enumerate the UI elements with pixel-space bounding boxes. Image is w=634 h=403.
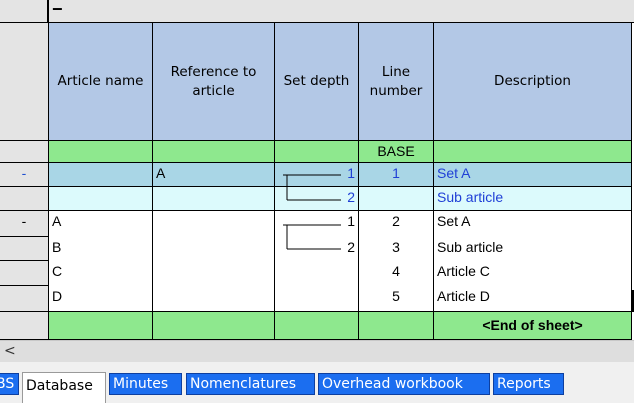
table-cell bbox=[153, 312, 275, 340]
table-cell-line-number[interactable]: 2 bbox=[359, 211, 434, 237]
table-cell bbox=[49, 312, 153, 340]
row-gutter bbox=[0, 312, 48, 340]
table-cell-article[interactable]: B bbox=[49, 237, 153, 261]
table-cell bbox=[359, 312, 434, 340]
tab-reports[interactable]: Reports bbox=[493, 373, 564, 395]
table-cell-line-number[interactable]: 3 bbox=[359, 237, 434, 261]
top-bar bbox=[0, 0, 634, 23]
scroll-left-arrow[interactable]: < bbox=[4, 343, 16, 359]
vertical-scroll-marker[interactable] bbox=[631, 290, 634, 312]
row-gutter bbox=[0, 141, 48, 163]
table-cell-depth[interactable]: 2 bbox=[275, 237, 359, 261]
end-of-sheet-label: <End of sheet> bbox=[434, 312, 632, 340]
column-header-description[interactable]: Description bbox=[434, 23, 632, 141]
header-gutter bbox=[0, 23, 48, 141]
row-gutter: - bbox=[0, 163, 48, 187]
row-gutter bbox=[0, 237, 48, 261]
table-cell-reference[interactable] bbox=[153, 237, 275, 261]
collapse-all-button[interactable]: − bbox=[52, 0, 63, 19]
row-gutter bbox=[0, 261, 48, 286]
table-cell-description[interactable]: Article C bbox=[434, 261, 632, 286]
table-cell bbox=[153, 141, 275, 163]
row-gutter bbox=[0, 187, 48, 211]
tab-nomenclatures[interactable]: Nomenclatures bbox=[186, 373, 315, 395]
table-cell-description[interactable]: Set A bbox=[434, 163, 632, 187]
table-cell-depth[interactable]: 1 bbox=[275, 211, 359, 237]
tab-overhead-workbook[interactable]: Overhead workbook bbox=[318, 373, 490, 395]
table-cell-article[interactable]: D bbox=[49, 286, 153, 312]
table-cell-reference[interactable] bbox=[153, 286, 275, 312]
gutter-divider bbox=[47, 0, 49, 340]
row-gutter bbox=[0, 286, 48, 312]
table-cell-line-number[interactable]: 5 bbox=[359, 286, 434, 312]
table-cell-article[interactable] bbox=[49, 187, 153, 211]
column-header-reference[interactable]: Reference to article bbox=[153, 23, 275, 141]
table-cell-reference[interactable] bbox=[153, 211, 275, 237]
tab-database[interactable]: Database bbox=[22, 372, 106, 403]
table-cell-description[interactable]: Sub article bbox=[434, 187, 632, 211]
table-cell-reference[interactable]: A bbox=[153, 163, 275, 187]
table-cell-depth[interactable] bbox=[275, 286, 359, 312]
row-gutter: - bbox=[0, 211, 48, 237]
table-cell-reference[interactable] bbox=[153, 187, 275, 211]
table-cell bbox=[275, 312, 359, 340]
table-cell-depth[interactable]: 2 bbox=[275, 187, 359, 211]
table-cell-description[interactable]: Sub article bbox=[434, 237, 632, 261]
collapse-row-button[interactable]: - bbox=[21, 213, 27, 229]
depth-tree-connectors bbox=[283, 174, 341, 250]
table-row-base bbox=[49, 141, 153, 163]
collapse-row-button[interactable]: - bbox=[21, 165, 27, 181]
table-cell-line-number[interactable]: 4 bbox=[359, 261, 434, 286]
table-cell-article[interactable]: C bbox=[49, 261, 153, 286]
tab-bs[interactable]: BS bbox=[0, 373, 19, 395]
table-cell-description[interactable]: Article D bbox=[434, 286, 632, 312]
column-header-article-name[interactable]: Article name bbox=[49, 23, 153, 141]
tab-minutes[interactable]: Minutes bbox=[109, 373, 182, 395]
table-cell-article[interactable] bbox=[49, 163, 153, 187]
table-cell-reference[interactable] bbox=[153, 261, 275, 286]
column-header-set-depth[interactable]: Set depth bbox=[275, 23, 359, 141]
table-cell bbox=[275, 141, 359, 163]
table-cell-line-number[interactable]: 1 bbox=[359, 163, 434, 187]
column-header-line-number[interactable]: Line number bbox=[359, 23, 434, 141]
table-cell-description[interactable]: Set A bbox=[434, 211, 632, 237]
table-cell bbox=[434, 141, 632, 163]
table-cell-depth[interactable] bbox=[275, 261, 359, 286]
horizontal-scrollbar[interactable] bbox=[0, 340, 634, 362]
table-cell-line-number[interactable] bbox=[359, 187, 434, 211]
table-cell-article[interactable]: A bbox=[49, 211, 153, 237]
table-cell-line-number: BASE bbox=[359, 141, 434, 163]
